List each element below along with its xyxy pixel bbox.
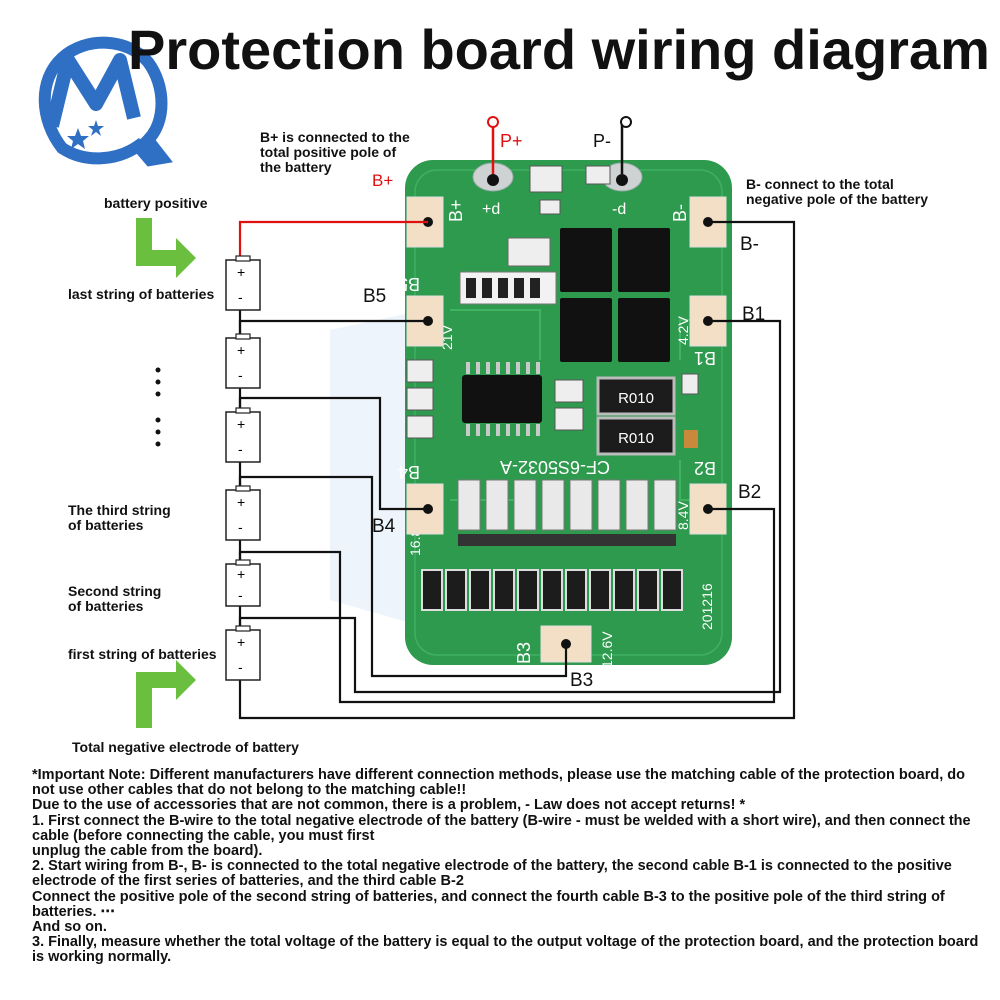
second-string-label: Second string of batteries	[68, 583, 162, 614]
svg-text:-: -	[238, 441, 243, 457]
svg-text:+: +	[237, 566, 245, 582]
silk-8v4: 8.4V	[675, 501, 691, 530]
protection-board: R010 R010 CF-6S5032-A 201216 21V 4.2V 8.…	[398, 160, 732, 668]
silk-b3: B3	[514, 642, 534, 664]
note-line: *Important Note: Different manufacturers…	[32, 767, 965, 799]
silk-date: 201216	[699, 583, 715, 630]
note-line: 3. Finally, measure whether the total vo…	[32, 934, 979, 966]
svg-text:+: +	[237, 416, 245, 432]
label-bminus: B-	[740, 234, 759, 255]
silk-pminus: -d	[612, 201, 626, 218]
svg-text:-: -	[238, 519, 243, 535]
svg-text:-: -	[238, 367, 243, 383]
brand-logo	[38, 36, 173, 167]
bplus-note: B+ is connected to the total positive po…	[260, 129, 410, 175]
total-negative-label: Total negative electrode of battery	[72, 739, 299, 755]
shunt-label-1: R010	[618, 390, 654, 407]
silk-bplus: B+	[446, 199, 466, 222]
battery-cell-4: + -	[225, 407, 261, 463]
battery-cell-2: + -	[225, 559, 261, 607]
battery-stack: + - + - + - + - + -	[225, 255, 261, 681]
silk-b4: B4	[398, 462, 420, 482]
note-line: unplug the cable from the board).	[32, 843, 263, 860]
shunt-label-2: R010	[618, 430, 654, 447]
silk-b5: B5	[398, 274, 420, 294]
svg-text:-: -	[238, 659, 243, 675]
bplus-red-label: B+	[372, 171, 393, 190]
label-b4: B4	[372, 516, 396, 537]
svg-text:+: +	[237, 342, 245, 358]
battery-cell-5: + -	[225, 333, 261, 389]
last-string-label: last string of batteries	[68, 286, 215, 302]
pminus-label: P-	[593, 131, 611, 151]
silk-b1: B1	[694, 348, 716, 368]
label-b5: B5	[363, 286, 386, 307]
third-string-label: The third string of batteries	[68, 502, 171, 533]
silk-bminus: B-	[670, 204, 690, 222]
page-title: Protection board wiring diagram	[128, 18, 990, 81]
wire-bplus	[238, 220, 428, 260]
note-line: And so on.	[32, 919, 107, 936]
silk-b2: B2	[694, 458, 716, 478]
first-string-label: first string of batteries	[68, 646, 217, 662]
label-b1: B1	[742, 304, 765, 325]
svg-text:+: +	[237, 264, 245, 280]
bminus-note: B- connect to the total negative pole of…	[746, 176, 929, 207]
battery-cell-3: + -	[225, 485, 261, 541]
note-line: Due to the use of accessories that are n…	[32, 797, 746, 814]
svg-text:+: +	[237, 634, 245, 650]
notes-block: *Important Note: Different manufacturers…	[32, 767, 982, 966]
silk-12v6: 12.6V	[599, 631, 615, 668]
battery-cell-1: + -	[225, 625, 261, 681]
note-line: 2. Start wiring from B-, B- is connected…	[32, 858, 952, 890]
silk-pplus: +d	[482, 201, 500, 218]
svg-text:-: -	[238, 587, 243, 603]
silk-4v2: 4.2V	[675, 316, 691, 345]
svg-text:-: -	[238, 289, 243, 305]
pplus-label: P+	[500, 131, 523, 151]
label-b3: B3	[570, 670, 593, 691]
more-cells-dots	[155, 367, 161, 447]
battery-cell-6: + -	[225, 255, 261, 311]
svg-text:+: +	[237, 494, 245, 510]
note-line: 1. First connect the B-wire to the total…	[32, 812, 971, 844]
label-b2: B2	[738, 482, 761, 503]
note-line: Connect the positive pole of the second …	[32, 888, 945, 920]
silk-model: CF-6S5032-A	[500, 457, 610, 477]
arrow-total-negative	[136, 660, 196, 728]
battery-positive-label: battery positive	[104, 195, 208, 211]
wire-bminus	[238, 220, 796, 720]
arrow-battery-positive	[136, 218, 196, 278]
